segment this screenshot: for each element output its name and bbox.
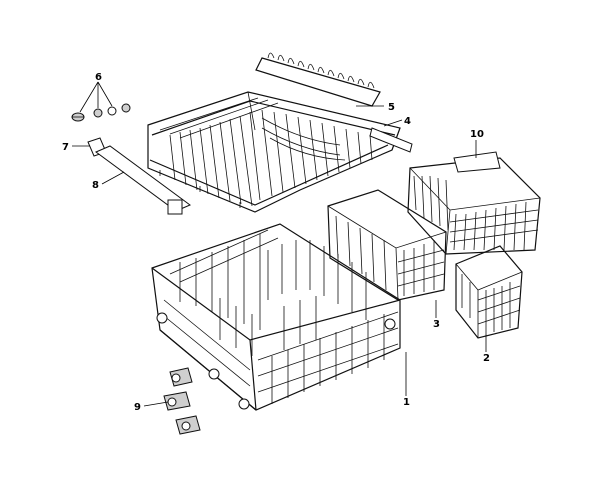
callout-4: 4 bbox=[404, 116, 411, 127]
silverware-basket-center bbox=[327, 189, 447, 301]
upper-dishrack bbox=[147, 91, 401, 213]
upper-dishrack-track bbox=[369, 127, 413, 153]
callout-10: 10 bbox=[470, 129, 484, 140]
callout-1: 1 bbox=[403, 397, 410, 408]
callout-labels: 6 7 8 5 4 10 3 2 1 9 bbox=[62, 72, 490, 413]
small-silverware-basket bbox=[455, 245, 523, 339]
callout-6: 6 bbox=[95, 72, 102, 83]
rack-rollers-and-studs bbox=[71, 103, 131, 122]
callout-9: 9 bbox=[134, 402, 141, 413]
callout-7: 7 bbox=[62, 142, 69, 153]
callout-8: 8 bbox=[92, 180, 99, 191]
callout-2: 2 bbox=[483, 353, 490, 364]
lower-rack-wheels bbox=[163, 367, 201, 435]
callout-5: 5 bbox=[388, 102, 395, 113]
callout-leaders bbox=[72, 81, 487, 407]
large-silverware-basket bbox=[407, 151, 541, 255]
upper-rack-track bbox=[95, 145, 191, 215]
callout-3: 3 bbox=[433, 319, 440, 330]
lower-dishrack bbox=[151, 223, 401, 411]
